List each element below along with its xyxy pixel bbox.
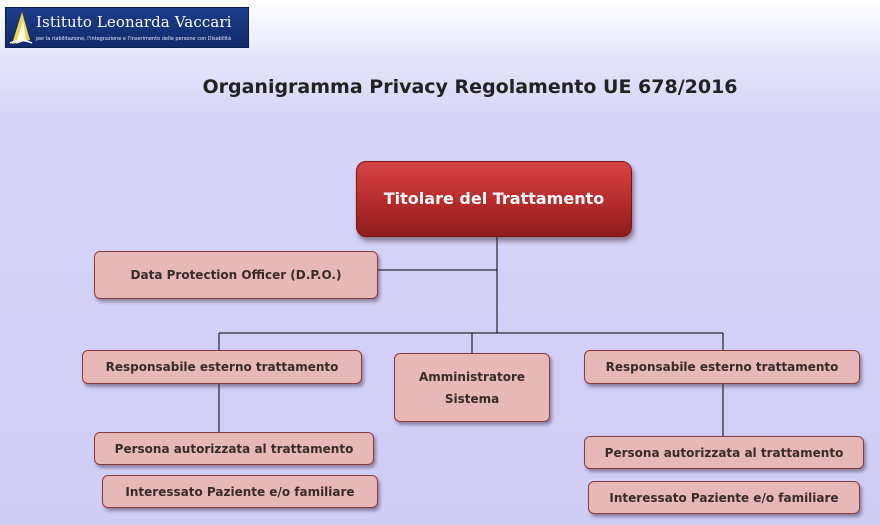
sail-emblem-icon: [9, 12, 33, 44]
dpo-box[interactable]: Data Protection Officer (D.P.O.): [94, 251, 378, 299]
titolare-box[interactable]: Titolare del Trattamento: [356, 161, 632, 237]
right-responsabile-box[interactable]: Responsabile esterno trattamento: [584, 350, 860, 384]
institute-logo: Istituto Leonarda Vaccari per la riabili…: [5, 7, 249, 48]
amministratore-box[interactable]: Amministratore Sistema: [394, 353, 550, 422]
logo-tagline: per la riabilitazione, l'integrazione e …: [36, 36, 232, 42]
left-interessato-box[interactable]: Interessato Paziente e/o familiare: [102, 475, 378, 508]
right-interessato-box[interactable]: Interessato Paziente e/o familiare: [588, 481, 860, 514]
right-persona-box[interactable]: Persona autorizzata al trattamento: [584, 436, 864, 469]
left-persona-box[interactable]: Persona autorizzata al trattamento: [94, 432, 374, 465]
left-responsabile-box[interactable]: Responsabile esterno trattamento: [82, 350, 362, 384]
logo-name: Istituto Leonarda Vaccari: [36, 13, 232, 31]
page-title: Organigramma Privacy Regolamento UE 678/…: [202, 76, 738, 98]
